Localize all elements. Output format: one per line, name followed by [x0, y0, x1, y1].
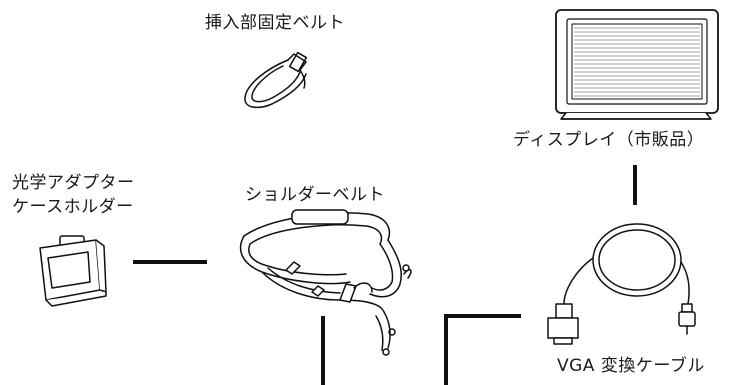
vga-cable-illustration	[547, 223, 696, 345]
display-label: ディスプレイ（市販品）	[513, 130, 705, 150]
shoulder-belt-label: ショルダーベルト	[245, 185, 385, 205]
adapter-holder-label-line2: ケースホルダー	[12, 197, 134, 217]
connector-lines	[133, 165, 637, 385]
display-illustration	[555, 9, 719, 120]
vga-cable-label: VGA 変換ケーブル	[557, 356, 705, 376]
connector-elbow-line	[444, 314, 521, 385]
adapter-holder-illustration	[39, 235, 107, 307]
shoulder-belt-illustration	[239, 209, 412, 356]
adapter-holder-label-line1: 光学アダプター	[12, 173, 135, 193]
insertion-belt-illustration	[244, 51, 308, 109]
insertion-belt-label: 挿入部固定ベルト	[205, 13, 345, 33]
